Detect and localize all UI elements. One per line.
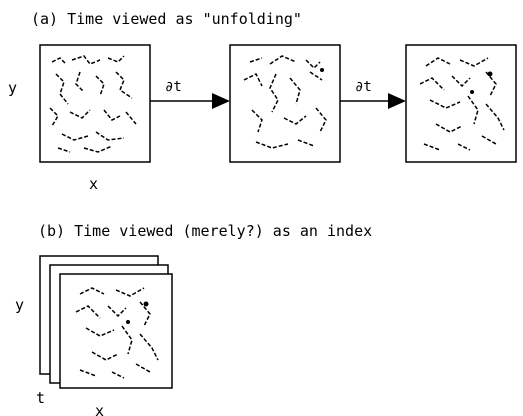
frame-a3-strokes xyxy=(419,57,505,151)
frame-a2 xyxy=(229,44,341,163)
arrow-label-dt-1: ∂t xyxy=(165,79,182,95)
arrow-a1-to-a2 xyxy=(150,93,230,109)
caption-panel-a: (a) Time viewed as "unfolding" xyxy=(31,10,302,28)
stack-front-frame xyxy=(59,273,173,389)
frame-a2-strokes xyxy=(243,55,327,149)
caption-panel-b: (b) Time viewed (merely?) as an index xyxy=(38,222,373,240)
arrow-label-dt-2: ∂t xyxy=(355,79,372,95)
frame-a1-strokes xyxy=(49,55,137,153)
axis-label-x-b: x xyxy=(95,402,105,416)
axis-label-y-a: y xyxy=(8,79,18,97)
frame-a3 xyxy=(405,44,517,163)
frame-a1 xyxy=(39,44,151,163)
axis-label-y-b: y xyxy=(15,296,25,314)
stack-front-strokes xyxy=(75,287,159,379)
axis-label-t-b: t xyxy=(36,389,46,407)
arrow-a2-to-a3 xyxy=(340,93,406,109)
axis-label-x-a: x xyxy=(89,175,99,193)
